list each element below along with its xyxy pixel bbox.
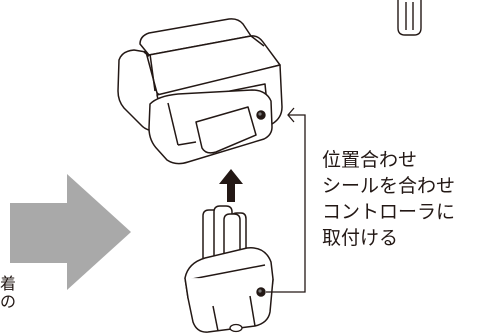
instruction-line-1: 位置合わせ — [322, 149, 417, 171]
instruction-line-2: シールを合わせ — [322, 175, 455, 197]
left-edge-text-1: 着 — [0, 274, 16, 293]
left-edge-text-2: の — [0, 292, 16, 311]
coupling-sleeve — [148, 89, 273, 165]
plug-hole — [229, 323, 243, 333]
alignment-mark-lower-highlight — [258, 289, 262, 293]
arrow-right-icon — [10, 174, 131, 290]
instruction-line-3: コントローラに — [322, 201, 455, 223]
instruction-line-4: 取付ける — [322, 227, 398, 249]
top-right-partial-component — [397, 0, 422, 36]
arrow-up-icon — [219, 169, 243, 202]
alignment-callout-bracket — [266, 107, 306, 293]
alignment-mark-upper-highlight — [258, 112, 262, 116]
plug-component — [184, 205, 274, 333]
